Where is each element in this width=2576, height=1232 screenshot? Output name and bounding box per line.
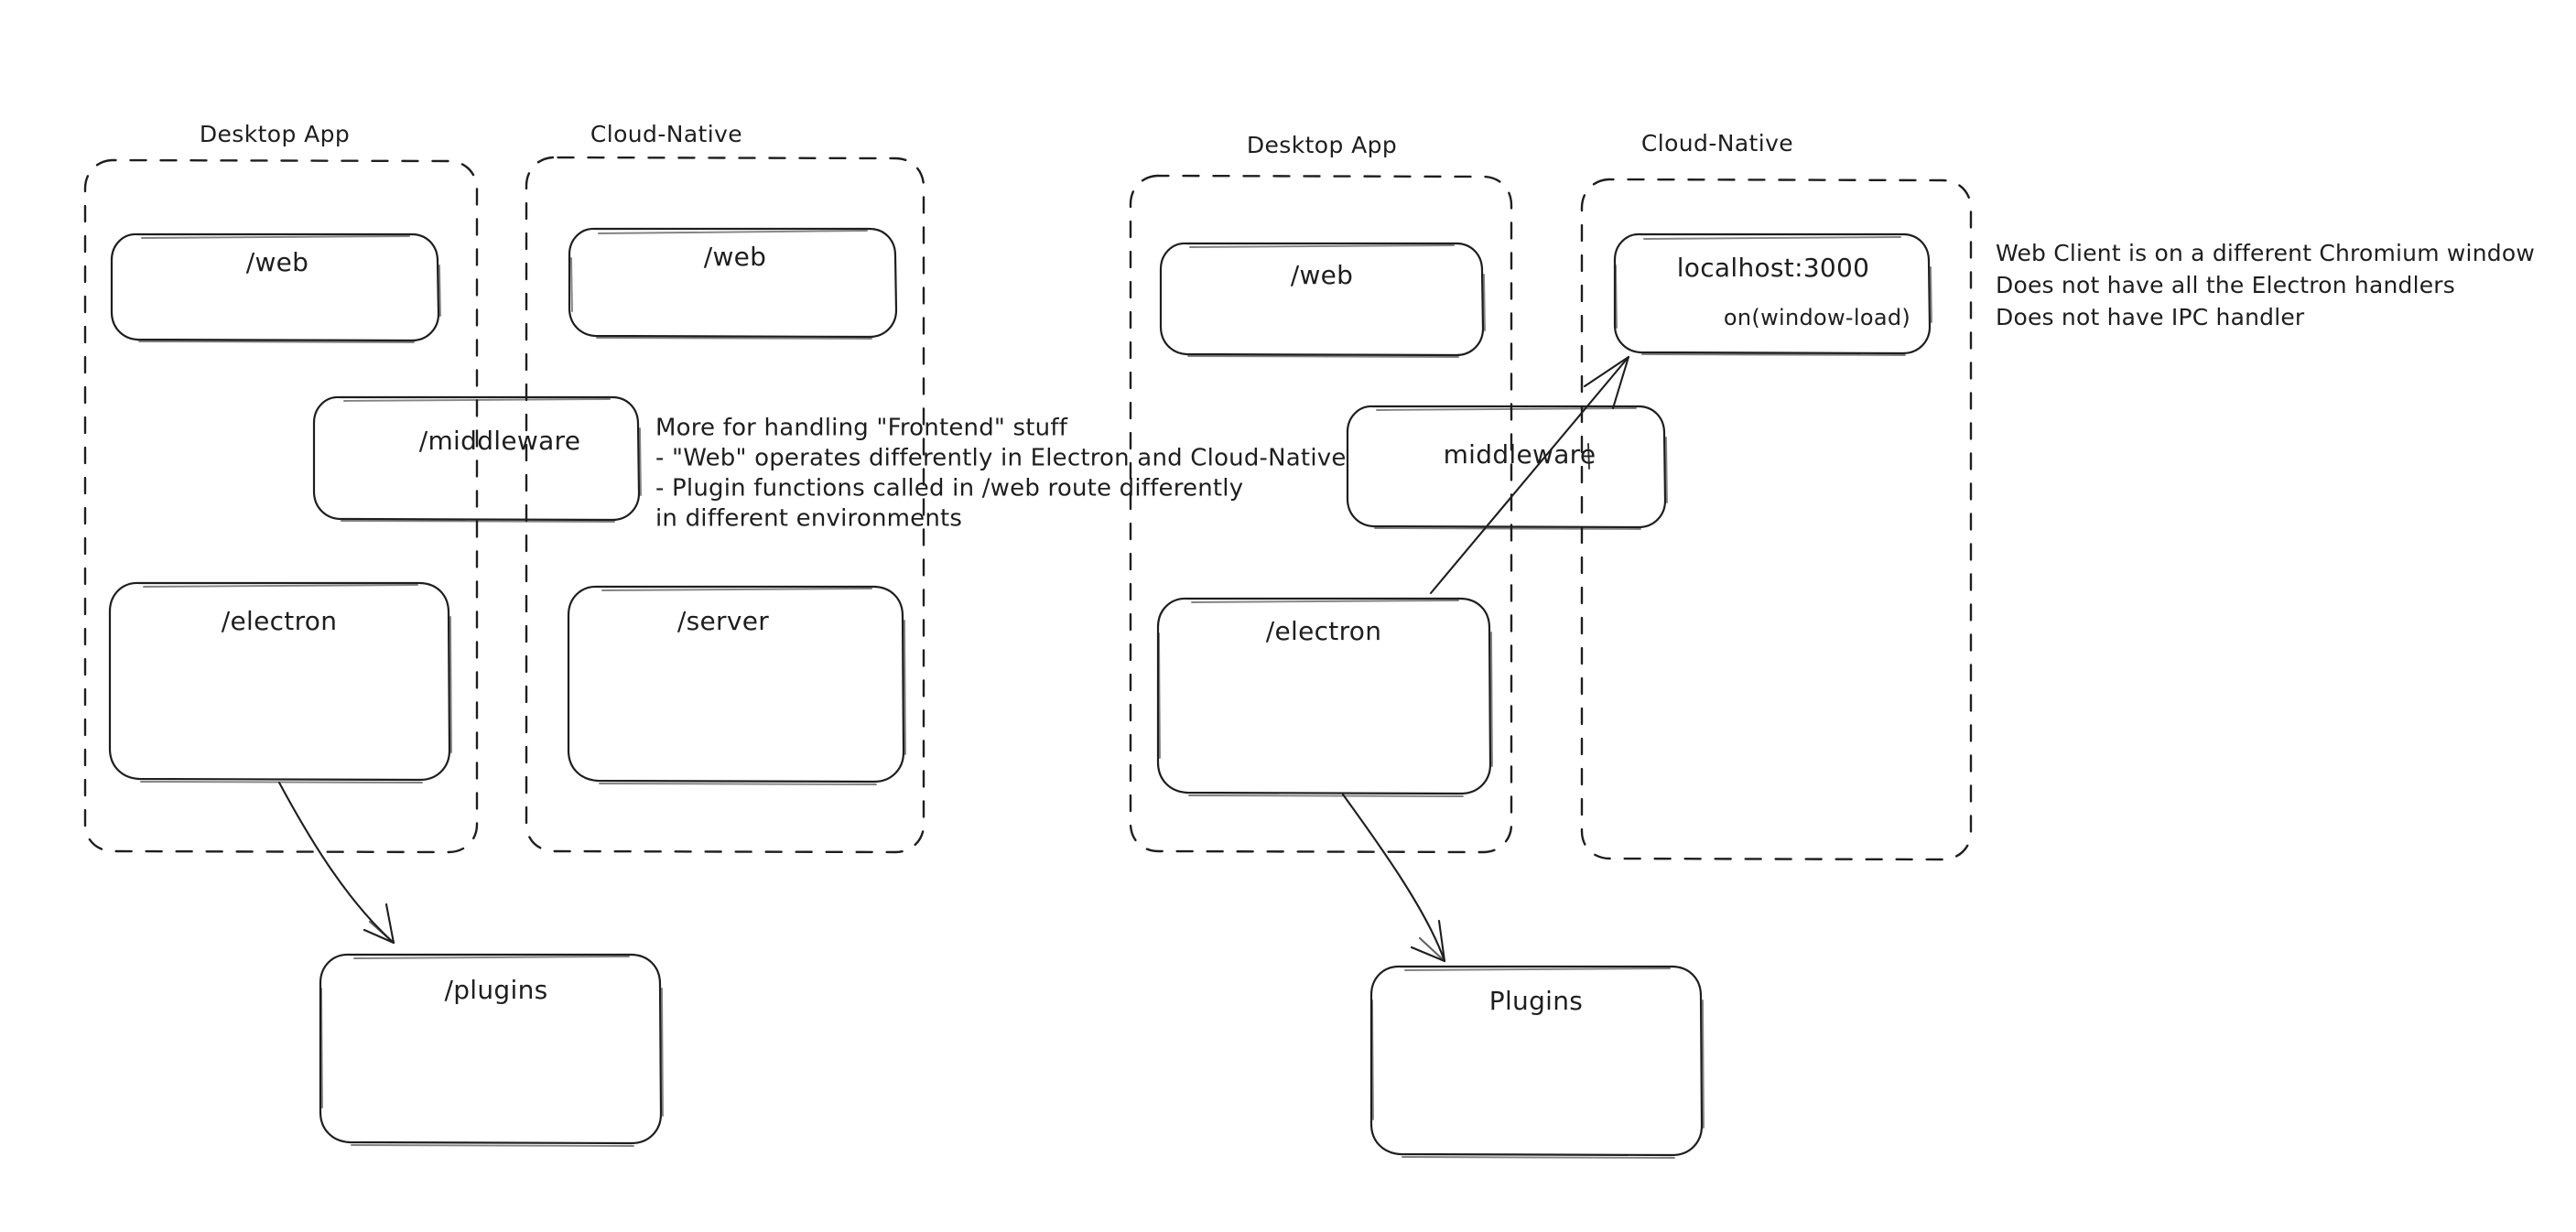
node-left-electron[interactable]: /electron [108,581,452,784]
node-right-localhost[interactable]: localhost:3000 on(window-load) [1613,232,1932,356]
group-label-right-desktop-app: Desktop App [1247,132,1397,158]
node-left-middleware[interactable]: /middleware [312,395,642,523]
node-label-left-electron: /electron [222,606,338,636]
node-label-left-desktop-web: /web [246,247,309,277]
annotation-frontend-note: More for handling "Frontend" stuff - "We… [655,415,1347,533]
annotation-web-client-note: Web Client is on a different Chromium wi… [1996,240,2535,330]
group-container-right-cloud-native [1580,178,1973,861]
web-client-note-line-2: Does not have all the Electron handlers [1996,272,2455,298]
node-label-left-plugins: /plugins [444,975,547,1005]
arrow-right-electron-to-plugins [1341,793,1446,963]
group-container-left-cloud-native [525,156,925,854]
node-left-desktop-web[interactable]: /web [110,232,441,343]
group-label-left-desktop-app: Desktop App [200,121,350,147]
node-label-right-desktop-web: /web [1291,260,1354,290]
node-label-left-middleware: /middleware [419,426,581,456]
frontend-note-line-3: - Plugin functions called in /web route … [655,475,1243,503]
node-sublabel-right-localhost-on-window-load: on(window-load) [1724,305,1910,330]
node-label-left-cloud-web: /web [704,242,767,272]
node-right-middleware[interactable]: middleware [1346,405,1668,530]
frontend-note-line-4: in different environments [655,505,962,533]
node-label-right-localhost: localhost:3000 [1677,253,1870,283]
node-right-electron[interactable]: /electron [1156,597,1493,797]
node-label-right-plugins: Plugins [1489,986,1583,1016]
group-label-right-cloud-native: Cloud-Native [1641,130,1793,157]
web-client-note-line-3: Does not have IPC handler [1996,304,2305,330]
arrow-left-electron-to-plugins [277,781,395,945]
group-label-left-cloud-native: Cloud-Native [590,121,742,147]
node-left-plugins[interactable]: /plugins [319,953,664,1147]
web-client-note-line-1: Web Client is on a different Chromium wi… [1996,240,2535,266]
frontend-note-line-1: More for handling "Frontend" stuff [655,415,1068,442]
node-label-left-server: /server [677,606,769,636]
group-container-left-desktop-app [83,158,479,854]
node-left-cloud-web[interactable]: /web [568,227,898,340]
arrow-right-electron-to-localhost [1429,355,1630,595]
node-right-plugins[interactable]: Plugins [1369,965,1705,1159]
frontend-note-line-2: - "Web" operates differently in Electron… [655,445,1347,472]
node-right-desktop-web[interactable]: /web [1159,242,1486,358]
group-container-right-desktop-app [1129,174,1513,854]
node-left-server[interactable]: /server [567,585,906,785]
node-label-right-middleware: middleware [1444,439,1596,470]
node-label-right-electron: /electron [1266,616,1382,646]
